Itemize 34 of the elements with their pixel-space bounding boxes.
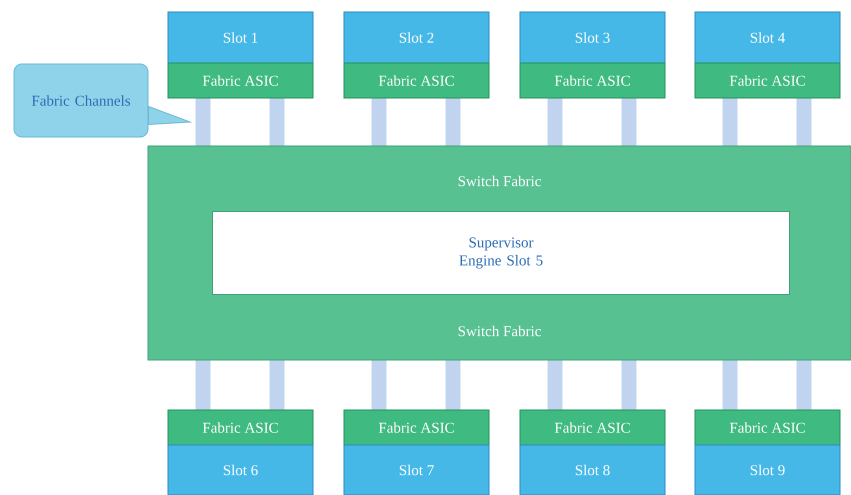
fabric-channel [722, 360, 738, 410]
slot-box: Slot 2 [344, 12, 490, 64]
asic-box: Fabric ASIC [520, 62, 666, 98]
fabric-channel [372, 98, 386, 146]
asic-box: Fabric ASIC [694, 409, 840, 446]
fabric-channel [796, 360, 812, 410]
fabric-channel [548, 98, 562, 146]
fabric-channel [196, 98, 210, 146]
slot-box: Slot 8 [520, 444, 666, 495]
fabric-channel [722, 98, 738, 146]
fabric-channel [196, 360, 210, 410]
fabric-channel [446, 98, 460, 146]
fabric-channel [446, 360, 460, 410]
asic-box: Fabric ASIC [168, 62, 314, 98]
asic-box: Fabric ASIC [344, 62, 490, 98]
slot-box: Slot 9 [694, 444, 840, 495]
fabric-channel [796, 98, 812, 146]
slot-box: Slot 3 [520, 12, 666, 64]
slot-box: Slot 4 [694, 12, 840, 64]
fabric-channel [548, 360, 562, 410]
fabric-channel [270, 360, 284, 410]
fabric-channel [622, 98, 636, 146]
asic-box: Fabric ASIC [520, 409, 666, 446]
fabric-channel [372, 360, 386, 410]
asic-box: Fabric ASIC [344, 409, 490, 446]
slot-box: Slot 6 [168, 444, 314, 495]
callout-box: Fabric Channels [14, 64, 148, 138]
slot-box: Slot 7 [344, 444, 490, 495]
fabric-channel [622, 360, 636, 410]
slot-box: Slot 1 [168, 12, 314, 64]
asic-box: Fabric ASIC [168, 409, 314, 446]
fabric-channel [270, 98, 284, 146]
asic-box: Fabric ASIC [694, 62, 840, 98]
supervisor-box: Supervisor Engine Slot 5 [212, 211, 790, 295]
